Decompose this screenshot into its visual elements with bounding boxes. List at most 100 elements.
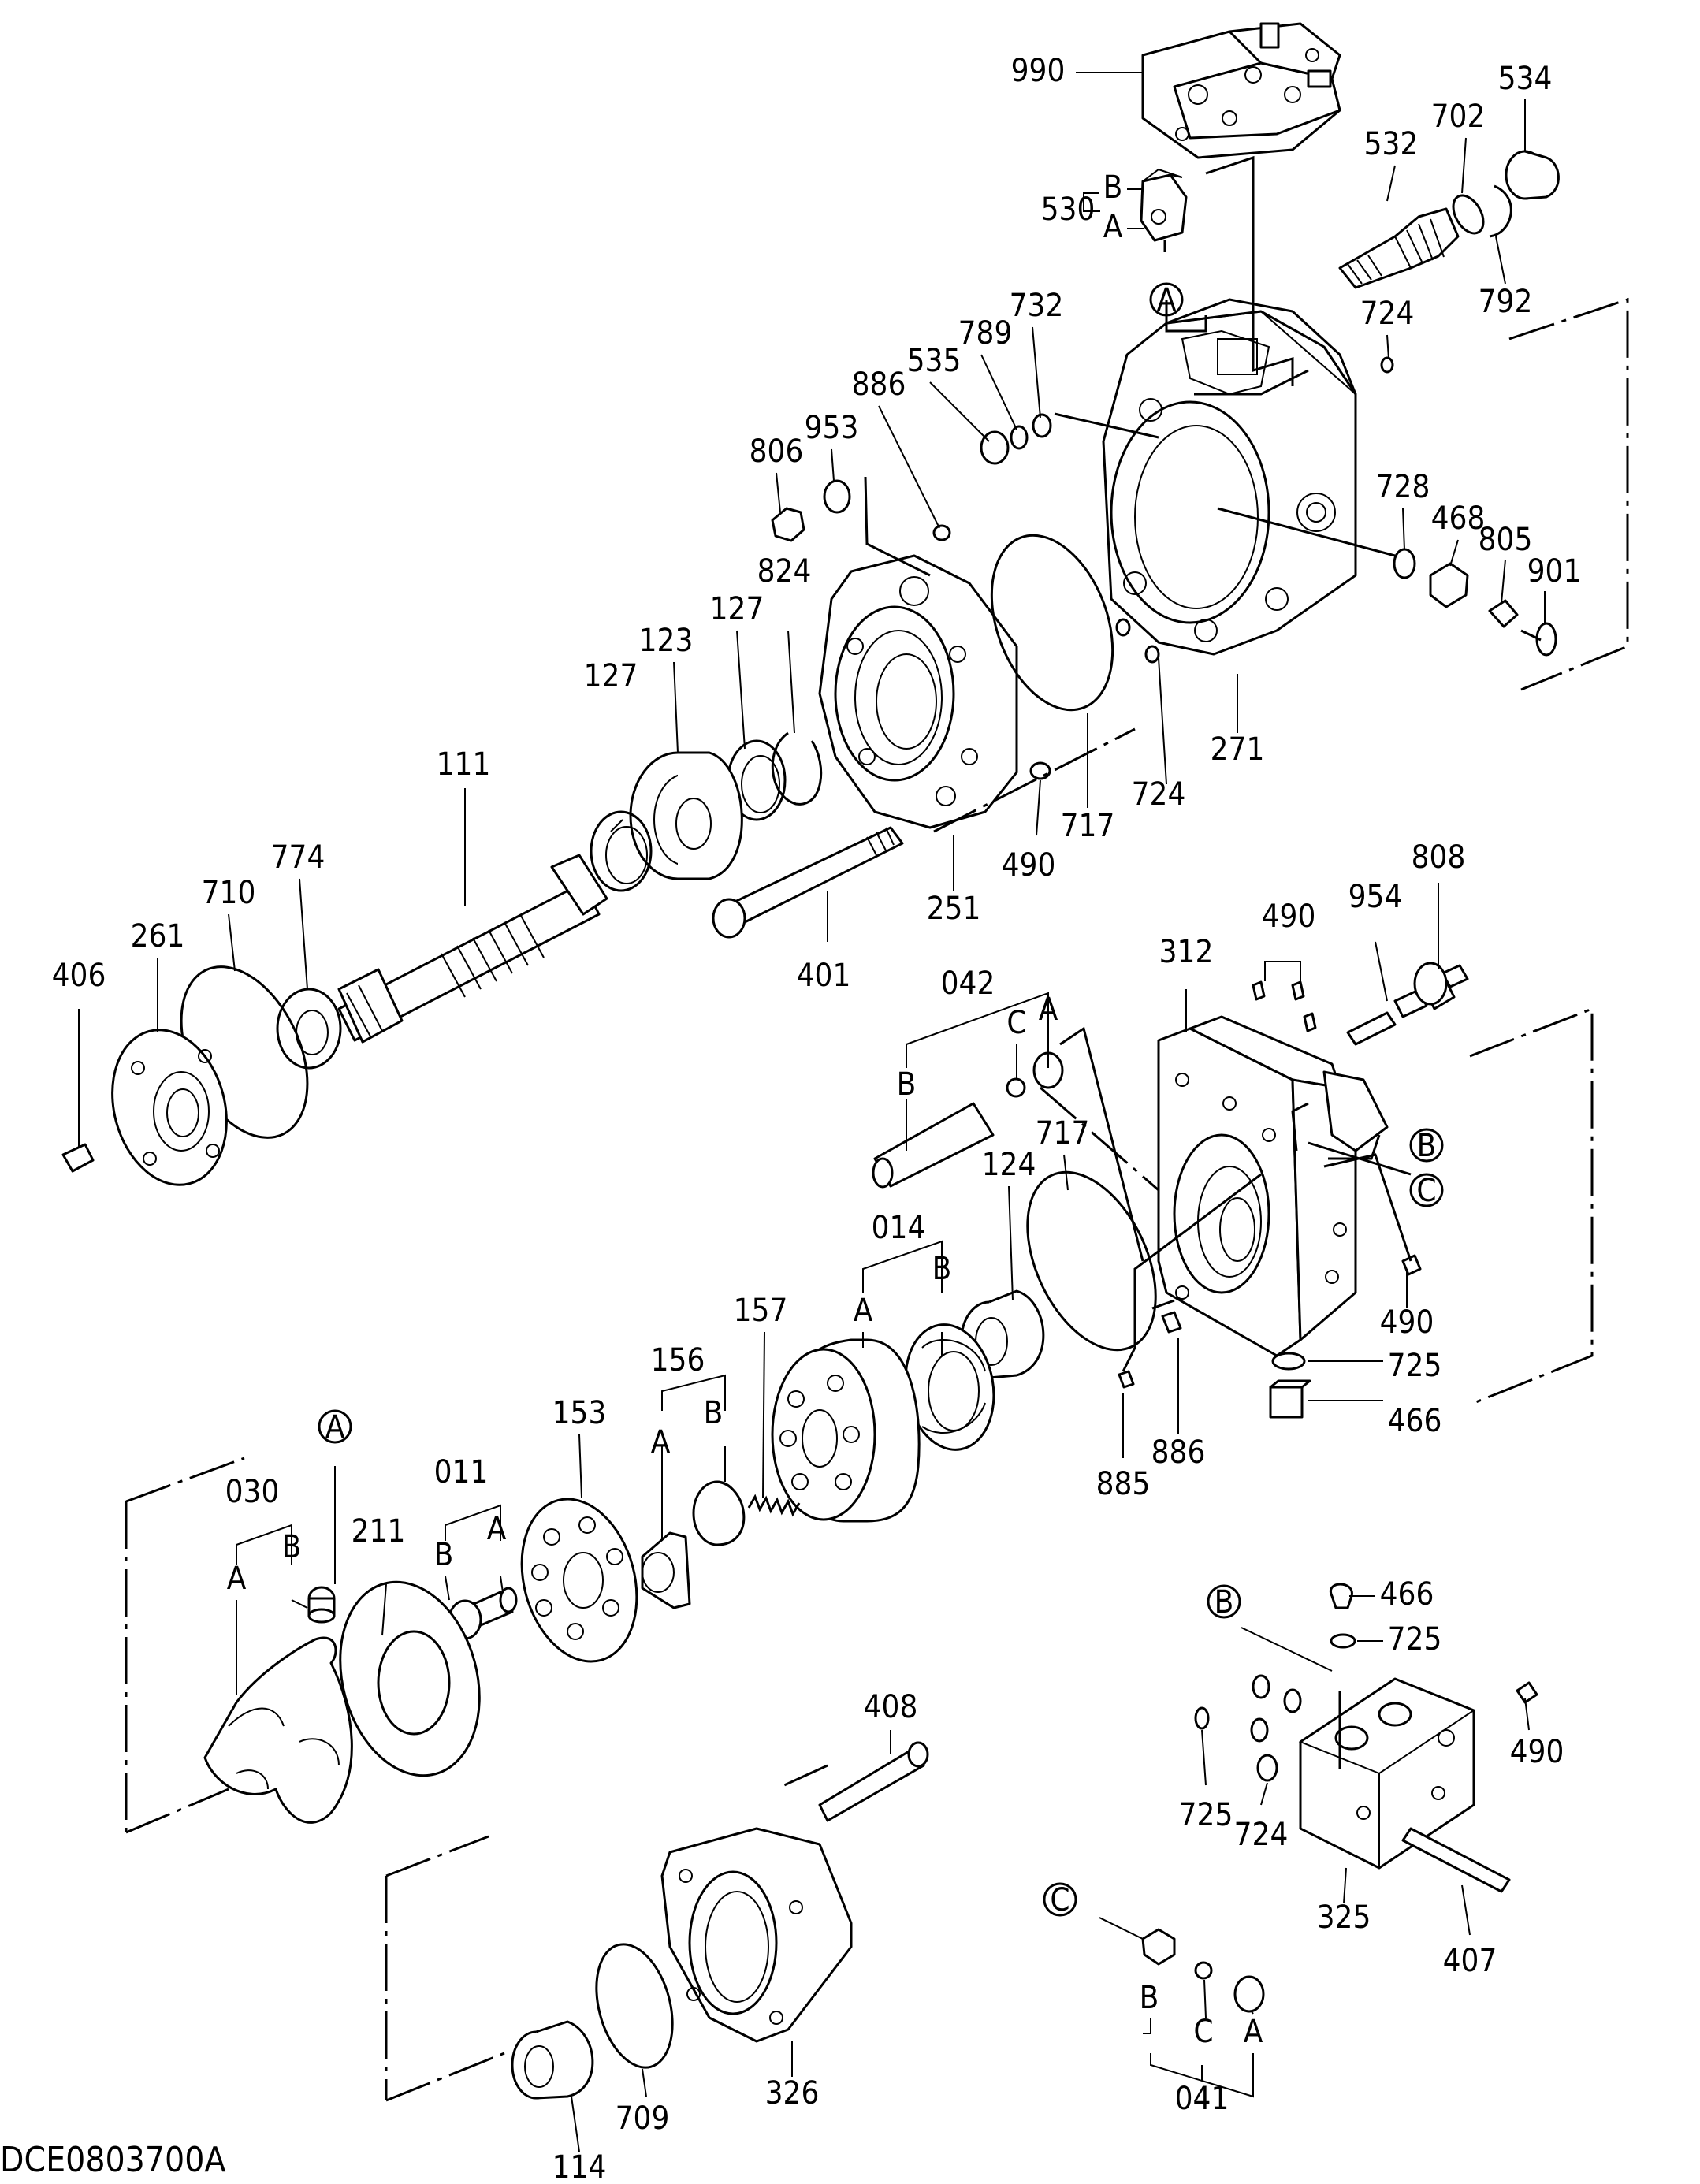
sub-156-a: A	[651, 1424, 671, 1460]
reference-lines	[864, 155, 1412, 1769]
sub-042-c: C	[1006, 1005, 1026, 1041]
part-728: 728	[1376, 469, 1430, 505]
set-plate-153-drawing	[520, 1498, 638, 1663]
part-953: 953	[805, 410, 859, 446]
part-490-block-right: 490	[1380, 1304, 1434, 1341]
part-466-detail: 466	[1380, 1576, 1434, 1613]
part-732: 732	[1010, 288, 1064, 324]
housing-326-drawing	[660, 1827, 853, 2043]
small-parts-top-drawing	[771, 356, 1557, 780]
assembly-axis-lines	[125, 297, 1629, 2102]
cover-261-drawing	[111, 1029, 228, 1186]
part-261: 261	[131, 918, 185, 954]
part-325: 325	[1317, 1899, 1371, 1936]
pump-casing-271-drawing	[1102, 298, 1357, 656]
reference-circles	[318, 282, 1444, 1917]
part-789: 789	[958, 315, 1013, 352]
part-805: 805	[1479, 522, 1533, 558]
snap-ring-824-drawing	[771, 731, 823, 806]
part-724-detail: 724	[1234, 1817, 1289, 1853]
part-407: 407	[1443, 1943, 1497, 1979]
part-312: 312	[1159, 934, 1214, 970]
ref-c-block: C	[1416, 1173, 1436, 1209]
part-468: 468	[1431, 500, 1486, 537]
part-806: 806	[750, 433, 804, 470]
part-717-middle: 717	[1036, 1115, 1090, 1152]
cap-534-drawing	[1505, 150, 1560, 200]
part-808: 808	[1412, 839, 1466, 876]
part-490-block-top: 490	[1262, 899, 1316, 935]
solenoid-valve-530-drawing	[1140, 168, 1188, 252]
o-ring-717-top-drawing	[990, 534, 1114, 712]
small-parts-valve-block-drawing	[1118, 962, 1469, 1419]
swash-plate-030-drawing	[203, 1586, 353, 1824]
part-792: 792	[1479, 284, 1533, 320]
small-parts-detail-b-drawing	[1194, 1583, 1538, 1893]
spool-042-drawing	[872, 1051, 1064, 1189]
flange-251-drawing	[818, 554, 1018, 829]
part-824: 824	[757, 553, 812, 590]
part-401: 401	[797, 958, 851, 994]
sub-041-b: B	[1140, 1980, 1159, 2016]
part-725-block: 725	[1388, 1348, 1442, 1384]
part-157: 157	[734, 1293, 788, 1329]
part-490-detail: 490	[1510, 1734, 1564, 1770]
shaft-111-drawing	[337, 854, 608, 1044]
part-127-lower: 127	[584, 658, 638, 694]
shim-127-lower-drawing	[590, 810, 653, 892]
ball-guide-156-drawing	[641, 1480, 746, 1609]
sub-014-a: A	[854, 1293, 873, 1329]
part-725-detail-top: 725	[1388, 1621, 1442, 1658]
part-709: 709	[616, 2100, 670, 2137]
sub-156-b: B	[704, 1395, 724, 1431]
sub-011-a: A	[487, 1511, 507, 1547]
part-111: 111	[437, 746, 491, 783]
part-014: 014	[872, 1210, 926, 1246]
part-011: 011	[434, 1454, 489, 1490]
part-535: 535	[907, 343, 962, 379]
bolt-406-drawing	[61, 1143, 95, 1173]
spring-157-drawing	[747, 1494, 801, 1517]
part-886-block: 886	[1151, 1434, 1206, 1471]
part-124: 124	[982, 1147, 1036, 1183]
bearing-123-drawing	[629, 751, 743, 880]
part-534: 534	[1498, 61, 1553, 97]
part-211: 211	[352, 1513, 406, 1550]
part-717-top: 717	[1061, 808, 1115, 844]
part-127-upper: 127	[710, 591, 764, 627]
valve-block-312-drawing	[1157, 1015, 1389, 1357]
sub-011-b: B	[434, 1537, 454, 1573]
sub-041-c: C	[1193, 2014, 1213, 2050]
drawing-id: DCE0803700A	[0, 2140, 225, 2180]
part-990: 990	[1011, 53, 1066, 89]
part-885: 885	[1096, 1466, 1151, 1502]
o-ring-702-drawing	[1452, 194, 1485, 235]
piston-011-drawing	[448, 1587, 518, 1640]
part-490-top: 490	[1002, 847, 1056, 884]
part-774: 774	[271, 839, 325, 876]
cylinder-block-drawing	[771, 1338, 921, 1523]
valve-plate-014-drawing	[904, 1323, 995, 1451]
sub-030-b: B	[282, 1529, 302, 1565]
part-114: 114	[552, 2149, 607, 2184]
snap-ring-792-drawing	[1489, 184, 1512, 238]
o-ring-717-middle-drawing	[1026, 1170, 1157, 1352]
part-954: 954	[1348, 879, 1403, 915]
part-724-top: 724	[1360, 296, 1415, 332]
bolt-401-drawing	[712, 826, 904, 939]
ref-a-left: A	[325, 1409, 345, 1445]
o-ring-709-drawing	[595, 1943, 674, 2069]
sub-030-a: A	[227, 1561, 247, 1597]
sleeve-532-drawing	[1338, 207, 1460, 289]
seal-774-drawing	[276, 988, 342, 1070]
part-408: 408	[864, 1689, 918, 1725]
part-532: 532	[1364, 126, 1419, 162]
sub-041-a: A	[1244, 2014, 1263, 2050]
part-251: 251	[927, 891, 981, 927]
bearing-114-drawing	[511, 2020, 594, 2100]
part-123: 123	[639, 623, 694, 659]
part-042: 042	[941, 965, 995, 1002]
ref-c-detail: C	[1050, 1882, 1069, 1918]
part-724-mid: 724	[1132, 776, 1186, 813]
